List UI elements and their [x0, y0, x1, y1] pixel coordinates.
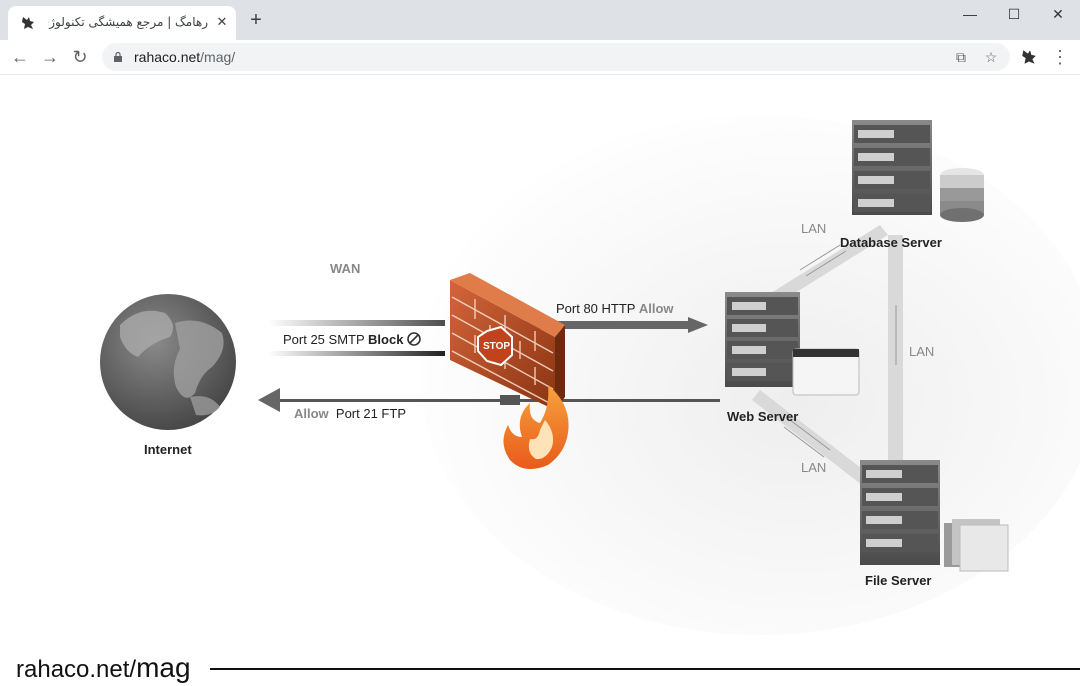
database-server-icon — [852, 120, 984, 222]
minimize-icon[interactable]: — — [963, 6, 977, 22]
port25-label: Port 25 SMTP Block — [283, 332, 421, 347]
lock-icon — [114, 52, 122, 62]
browser-toolbar: ← → ↻ rahaco.net/mag/ ⧉ ☆ ⋮ — [0, 40, 1080, 75]
port80-label: Port 80 HTTP Allow — [556, 301, 674, 316]
block-icon — [407, 332, 421, 346]
url-path: /mag/ — [200, 49, 236, 65]
footer-brand-host: rahaco.net/ — [16, 656, 137, 683]
block-text: Block — [368, 332, 404, 347]
lan-label-1: LAN — [801, 221, 827, 236]
wan-links — [258, 317, 720, 412]
back-icon[interactable]: ← — [11, 47, 29, 67]
network-diagram: WAN Internet Port 25 SMTP Block Port 80 … — [0, 75, 1080, 635]
lan-label-3: LAN — [801, 460, 827, 475]
diagram-graphics — [100, 115, 1080, 635]
port80-text: Port 80 HTTP — [556, 301, 636, 316]
lan-label-2: LAN — [909, 344, 935, 359]
file-server-label: File Server — [865, 573, 932, 588]
browser-titlebar: رهامگ | مرجع همیشگی تکنولوژی | ✕ + — ☐ ✕ — [0, 0, 1080, 40]
port21-text: Port 21 FTP — [335, 406, 406, 421]
rahaco-favicon-icon — [22, 17, 34, 29]
close-icon[interactable]: ✕ — [216, 14, 228, 29]
database-server-label: Database Server — [840, 235, 942, 250]
wan-label: WAN — [330, 261, 361, 276]
port25-text: Port 25 SMTP — [283, 332, 365, 347]
footer-brand: rahaco.net/mag — [16, 652, 191, 684]
file-server-icon — [860, 460, 1009, 572]
internet-label: Internet — [144, 442, 192, 457]
firewall-icon — [450, 273, 565, 410]
menu-icon[interactable]: ⋮ — [1051, 47, 1069, 67]
url-text[interactable]: rahaco.net/mag/ — [134, 49, 235, 65]
maximize-icon[interactable]: ☐ — [1007, 6, 1021, 22]
new-tab-icon[interactable]: + — [250, 9, 262, 31]
reload-icon[interactable]: ↻ — [72, 47, 88, 67]
translate-icon[interactable]: ⧉ — [956, 49, 966, 65]
web-server-label: Web Server — [727, 409, 799, 424]
footer-divider — [210, 668, 1080, 670]
window-close-icon[interactable]: ✕ — [1052, 6, 1064, 22]
address-bar[interactable]: rahaco.net/mag/ ⧉ ☆ — [102, 43, 1010, 71]
browser-tab[interactable]: رهامگ | مرجع همیشگی تکنولوژی | ✕ — [8, 6, 236, 40]
globe-icon — [100, 294, 236, 430]
star-icon[interactable]: ☆ — [984, 49, 998, 65]
allow-text-1: Allow — [638, 301, 674, 316]
tab-title: رهامگ | مرجع همیشگی تکنولوژی | — [48, 15, 208, 29]
forward-icon[interactable]: → — [41, 47, 59, 67]
url-host: rahaco.net — [134, 49, 201, 65]
lan-links — [752, 225, 903, 485]
footer-brand-path: mag — [136, 652, 191, 683]
port21-label: Allow Port 21 FTP — [294, 406, 406, 421]
allow-text-2: Allow — [294, 406, 329, 421]
web-server-icon — [725, 292, 860, 396]
extension-icon[interactable] — [1020, 48, 1038, 66]
fire-icon — [503, 385, 569, 469]
stop-text: STOP — [483, 341, 511, 352]
stop-sign-icon — [477, 325, 513, 367]
